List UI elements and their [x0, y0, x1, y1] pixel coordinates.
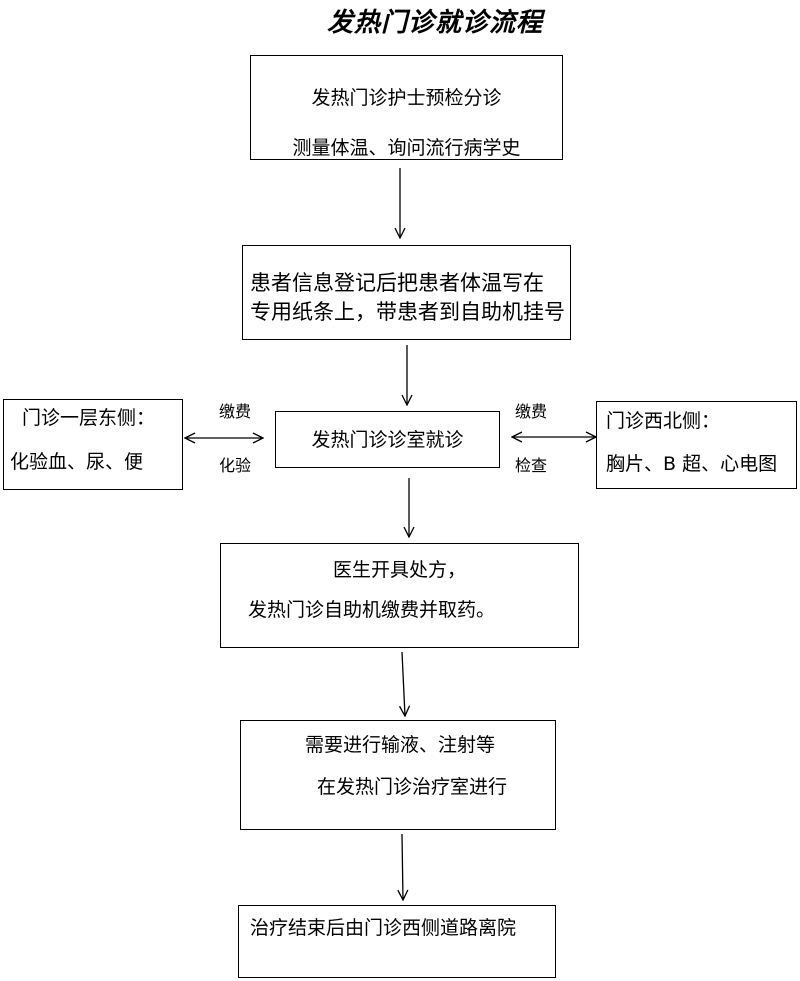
arrow-step5-to-step6 — [402, 833, 403, 900]
step6-box: 治疗结束后由门诊西侧道路离院 — [238, 905, 556, 978]
left-arrow-label-bottom: 化验 — [219, 456, 252, 475]
step1-line1: 发热门诊护士预检分诊 — [311, 87, 502, 109]
step2-line2: 专用纸条上，带患者到自助机挂号 — [250, 300, 565, 324]
left-arrow-label-top: 缴费 — [219, 402, 252, 421]
right-arrow-label-top: 缴费 — [515, 402, 548, 421]
diagram-title: 发热门诊就诊流程 — [326, 8, 543, 38]
step5-line2: 在发热门诊治疗室进行 — [317, 776, 508, 798]
step3-line1: 发热门诊诊室就诊 — [311, 429, 464, 451]
left-branch-line2: 化验血、尿、便 — [10, 451, 144, 473]
step3-box: 发热门诊诊室就诊 — [275, 411, 500, 468]
step6-line1: 治疗结束后由门诊西侧道路离院 — [250, 917, 517, 939]
left-branch-line1: 门诊一层东侧： — [22, 407, 156, 429]
step4-line1: 医生开具处方， — [332, 559, 466, 581]
step1-line2: 测量体温、询问流行病学史 — [292, 137, 521, 159]
right-branch-box: 门诊西北侧： 胸片、B 超、心电图 — [596, 401, 797, 489]
left-branch-box: 门诊一层东侧： 化验血、尿、便 — [3, 399, 183, 490]
right-branch-line1: 门诊西北侧： — [606, 410, 721, 432]
step1-box: 发热门诊护士预检分诊 测量体温、询问流行病学史 — [250, 55, 563, 160]
step2-line1: 患者信息登记后把患者体温写在 — [250, 271, 544, 295]
step5-box: 需要进行输液、注射等 在发热门诊治疗室进行 — [240, 720, 556, 830]
step5-line1: 需要进行输液、注射等 — [305, 734, 496, 756]
step4-box: 医生开具处方， 发热门诊自助机缴费并取药。 — [220, 543, 579, 648]
arrow-step4-to-step5 — [402, 651, 405, 716]
right-arrow-label-bottom: 检查 — [515, 456, 548, 475]
step4-line2: 发热门诊自助机缴费并取药。 — [248, 599, 496, 621]
right-branch-line2: 胸片、B 超、心电图 — [606, 453, 778, 475]
step2-box: 患者信息登记后把患者体温写在 专用纸条上，带患者到自助机挂号 — [242, 245, 571, 340]
